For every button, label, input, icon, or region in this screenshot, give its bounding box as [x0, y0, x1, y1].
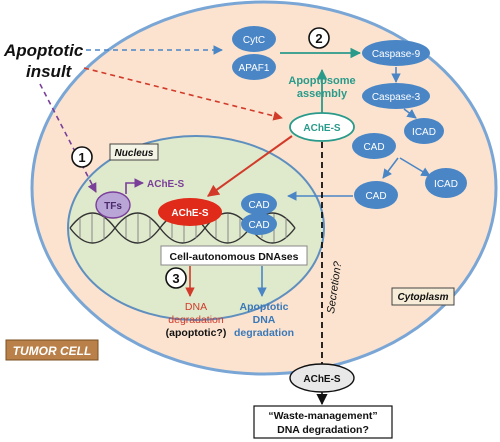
dnases-box — [160, 245, 308, 266]
ache-s-cytoplasm-node — [289, 112, 355, 142]
apo-dna-line2: DNA — [253, 314, 276, 326]
insult-line1: Apoptotic — [3, 41, 84, 60]
tfs-label: TFs — [104, 201, 122, 212]
waste-box — [253, 405, 393, 439]
ache-s-secreted-label: AChE-S — [303, 374, 341, 385]
cad-label-free: CAD — [365, 191, 386, 202]
apo-dna-line3: degradation — [234, 327, 294, 339]
insult-to-tfs-arrow — [39, 83, 97, 193]
step-3-marker — [165, 267, 187, 289]
apaf1-node — [232, 54, 276, 80]
step-2-label: 2 — [315, 31, 322, 46]
tfs-node — [95, 191, 131, 219]
step-1-label: 1 — [78, 150, 85, 165]
caspase3-label: Caspase-3 — [372, 92, 421, 103]
cytoplasm-label: Cytoplasm — [397, 292, 448, 303]
cytc-node — [232, 26, 276, 52]
release-arrows — [382, 157, 399, 179]
ache-s-nucleus-node — [158, 198, 222, 226]
cad-node-free — [354, 181, 398, 209]
icad-label-free: ICAD — [434, 179, 458, 190]
ache-to-nucleus-arrow — [207, 135, 293, 197]
step-2-marker — [308, 27, 330, 49]
cad-nucleus-node-bottom — [241, 213, 277, 235]
waste-line1: “Waste-management” — [268, 410, 377, 422]
icad-release-arrow — [399, 157, 431, 177]
cad-label-complex: CAD — [363, 142, 384, 153]
ache-s-gene-label: AChE-S — [147, 179, 185, 190]
dnases-label: Cell-autonomous DNAses — [170, 251, 299, 263]
ache-s-cytoplasm-label: AChE-S — [303, 123, 341, 134]
cad-node-complex — [352, 133, 396, 159]
step-3-label: 3 — [172, 271, 179, 286]
caspase3-node — [362, 83, 430, 109]
dna-deg-line1: DNA — [185, 301, 207, 313]
caspase9-node — [362, 40, 430, 66]
icad-node-complex — [404, 118, 444, 144]
cad-nucleus-label-bottom: CAD — [248, 220, 269, 231]
cytoplasm-label-box — [391, 287, 455, 306]
dna-deg-line3: (apoptotic?) — [166, 327, 227, 339]
cad-nucleus-label-top: CAD — [248, 200, 269, 211]
dna-deg-line2: degradation — [168, 314, 224, 326]
waste-line2: DNA degradation? — [277, 424, 369, 436]
cytc-label: CytC — [243, 35, 265, 46]
apo-dna-line1: Apoptotic — [240, 301, 289, 313]
icad-label-complex: ICAD — [412, 127, 436, 138]
nucleus-label-box — [109, 143, 159, 161]
insult-line2: insult — [26, 62, 73, 81]
insult-to-ache-arrow — [83, 67, 283, 121]
step-1-marker — [71, 146, 93, 168]
icad-node-free — [425, 168, 467, 198]
casp3-to-icad-arrow — [403, 108, 417, 119]
cad-nucleus-node-top — [241, 193, 277, 215]
caspase9-label: Caspase-9 — [372, 49, 421, 60]
ache-s-nucleus-label: AChE-S — [171, 208, 209, 219]
tfs-to-ache-arrow — [125, 178, 144, 194]
nucleus-label: Nucleus — [115, 148, 154, 159]
apaf1-label: APAF1 — [239, 63, 270, 74]
tumor-cell-label-box — [5, 339, 99, 361]
tumor-cell-label: TUMOR CELL — [13, 344, 92, 358]
